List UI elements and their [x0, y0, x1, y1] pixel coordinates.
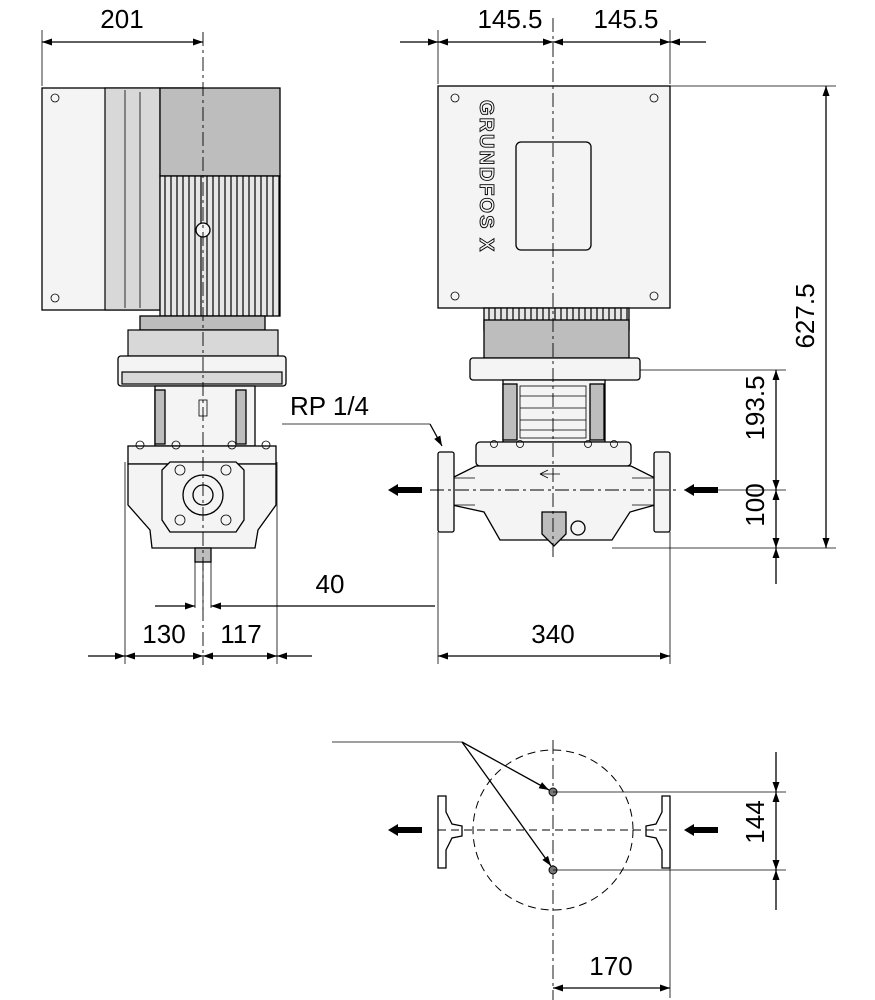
label-pressure-port: RP 1/4 [290, 391, 369, 421]
side-motor-top [159, 87, 281, 177]
front-dimensions: 145.5 145.5 627.5 193.5 100 340 [400, 4, 836, 664]
dim-overall-height: 627.5 [790, 283, 820, 348]
dim-base-hole-spacing: 144 [740, 800, 770, 843]
dim-side-right: 117 [220, 619, 261, 649]
inlet-flange [653, 451, 671, 533]
side-pump-housing [127, 445, 277, 465]
front-view: GRUNDFOS X [388, 18, 718, 560]
dim-side-width: 201 [100, 4, 143, 34]
base-dimensions: 144 170 [553, 752, 786, 998]
dim-port-to-port: 340 [531, 619, 574, 649]
front-flange [469, 357, 641, 381]
dim-flange-center-height: 100 [740, 483, 770, 526]
grundfos-logo-icon: GRUNDFOS X [475, 100, 498, 254]
front-display [515, 141, 592, 251]
flow-arrow-icon [388, 484, 422, 496]
dim-side-left: 130 [142, 619, 185, 649]
side-view [41, 32, 287, 665]
dim-base-hole-offset: 170 [589, 951, 632, 981]
dim-front-half-right: 145.5 [593, 4, 658, 34]
dim-front-half-left: 145.5 [477, 4, 542, 34]
front-pump-volute [451, 465, 656, 541]
side-control-cover [104, 87, 161, 311]
side-dimensions: 201 130 117 40 RP 1/4 [41, 4, 443, 664]
side-motor-fins [159, 175, 281, 317]
side-motor-base [139, 315, 266, 331]
dim-pressure-port-height: 193.5 [740, 375, 770, 440]
front-control-box [437, 85, 671, 309]
flow-arrow-icon [388, 824, 422, 836]
outlet-flange [437, 451, 455, 533]
brand-logo-text: GRUNDFOS X [475, 100, 497, 253]
dim-bottom-offset: 40 [316, 569, 345, 599]
flow-arrow-icon [684, 824, 718, 836]
